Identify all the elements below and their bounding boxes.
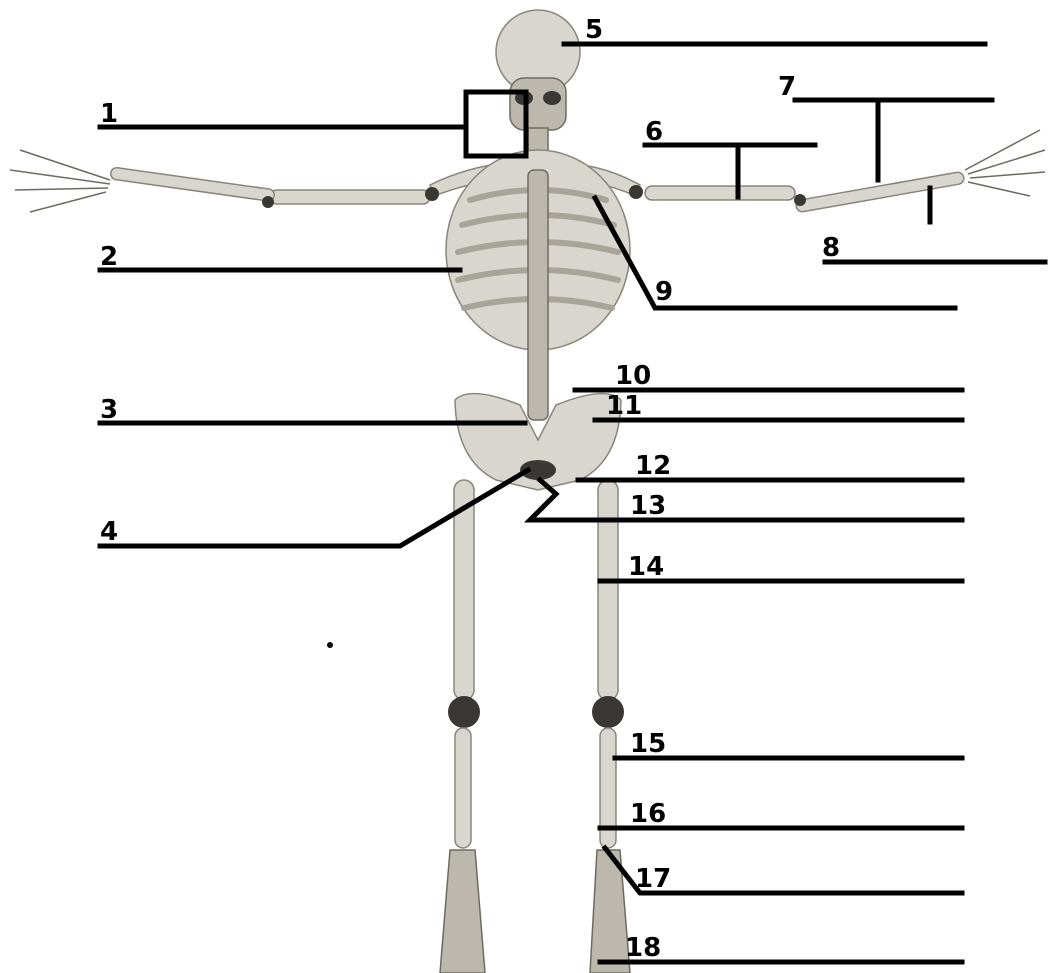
leader-line-13	[530, 480, 962, 520]
label-7: 7	[778, 72, 796, 102]
label-16: 16	[630, 799, 666, 829]
label-6: 6	[645, 117, 663, 147]
label-2: 2	[100, 242, 118, 272]
label-8: 8	[822, 233, 840, 263]
label-14: 14	[628, 552, 664, 582]
label-10: 10	[615, 361, 651, 391]
label-5: 5	[585, 15, 603, 45]
label-17: 17	[635, 864, 671, 894]
label-1: 1	[100, 99, 118, 129]
label-13: 13	[630, 491, 666, 521]
label-12: 12	[635, 451, 671, 481]
label-3: 3	[100, 395, 118, 425]
label-15: 15	[630, 729, 666, 759]
stray-dot	[327, 642, 333, 648]
label-11: 11	[606, 391, 642, 421]
leader-line-9	[595, 198, 955, 308]
label-4: 4	[100, 517, 118, 547]
label-9: 9	[655, 277, 673, 307]
label-18: 18	[625, 933, 661, 963]
